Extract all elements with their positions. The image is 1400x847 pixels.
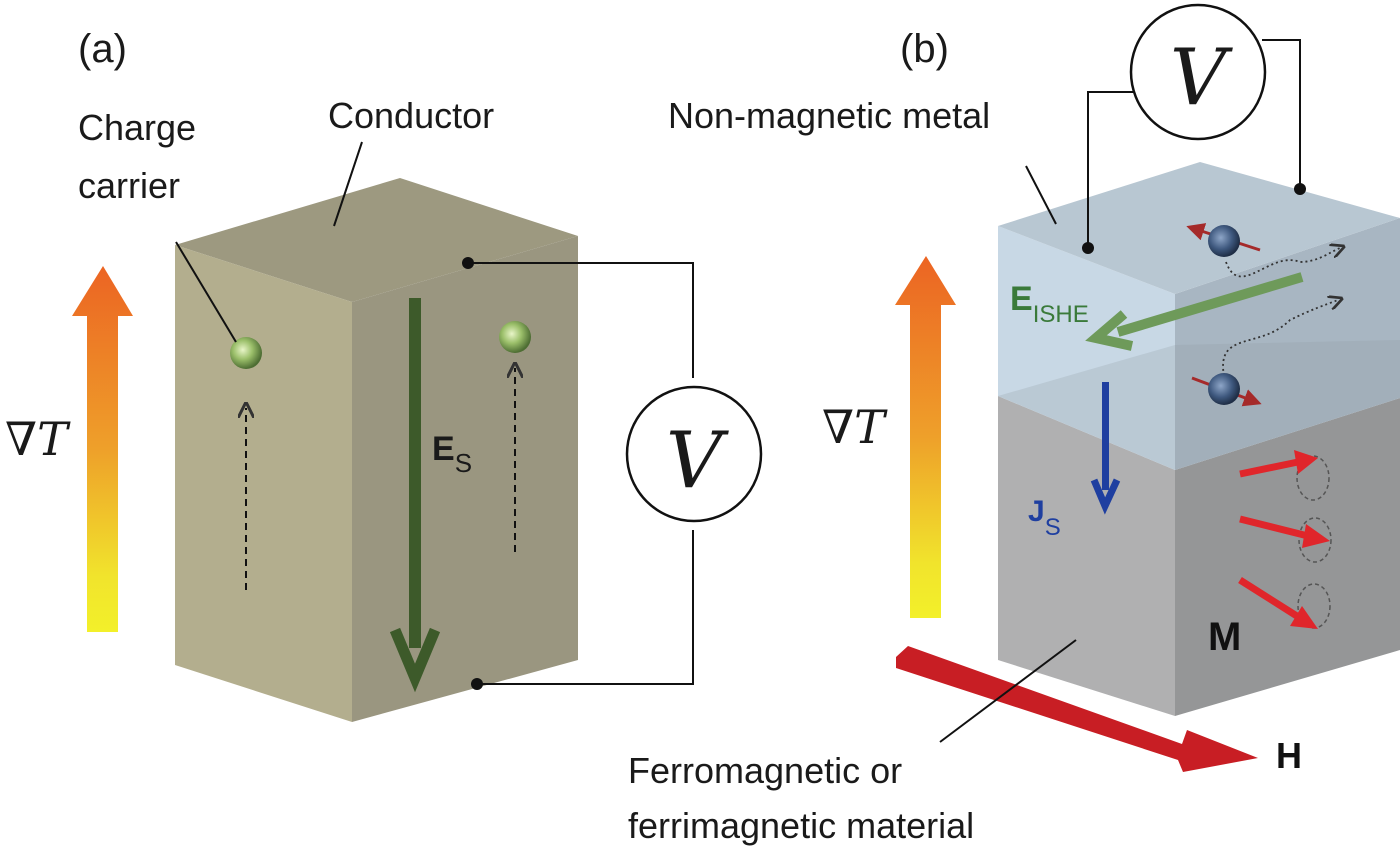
- magnet-side-face: [1175, 398, 1400, 716]
- magnetic-block: [998, 396, 1400, 716]
- voltmeter-a: [625, 385, 763, 523]
- metal-leader-line: [1025, 165, 1057, 225]
- spin-electron-1: [1208, 225, 1240, 257]
- spin-current-label: JS: [1028, 495, 1061, 541]
- metal-label: Non-magnetic metal: [668, 95, 990, 136]
- conductor-leader-line: [333, 141, 363, 227]
- magnet-label-line1: Ferromagnetic or: [628, 750, 902, 791]
- magnet-leader-line: [939, 639, 1077, 743]
- metal-side-face: [1175, 218, 1400, 470]
- h-field-label: H: [1276, 735, 1302, 776]
- ishe-field-arrow: [1085, 272, 1304, 351]
- gradient-label-b: ∇T: [822, 400, 888, 454]
- carrier-label-line2: carrier: [78, 165, 180, 206]
- voltmeter-label-b: V: [1170, 33, 1233, 123]
- conductor-label: Conductor: [328, 95, 494, 136]
- spin-electron-2: [1208, 373, 1240, 405]
- metal-layer: [998, 162, 1400, 470]
- magnetization-label: M: [1208, 615, 1241, 659]
- voltmeter-circuit-b: V: [1082, 3, 1306, 254]
- gradient-label-a: ∇T: [5, 412, 71, 466]
- field-label-es: ES: [432, 430, 472, 478]
- voltmeter-b: [1129, 3, 1267, 141]
- seebeck-field-arrow: [389, 298, 441, 693]
- conductor-top-face: [175, 178, 578, 302]
- conductor-side-face: [352, 236, 578, 722]
- ishe-field-label: EISHE: [1010, 280, 1089, 328]
- conductor-block: [175, 178, 578, 722]
- panel-b-tag: (b): [900, 27, 949, 71]
- spin-electrons: [1186, 223, 1340, 407]
- magnet-label-line2: ferrimagnetic material: [628, 805, 974, 846]
- temperature-gradient-arrow-b: [895, 256, 956, 618]
- temperature-gradient-arrow-a: [72, 266, 133, 632]
- panel-a-tag: (a): [78, 27, 127, 71]
- conductor-front-face: [175, 245, 352, 722]
- magnetization-vectors: [1238, 450, 1332, 629]
- voltmeter-circuit-a: V: [462, 257, 763, 690]
- metal-front-face: [998, 226, 1175, 470]
- h-field-arrow: [896, 646, 1258, 772]
- spin-current-arrow: [1090, 382, 1121, 515]
- carrier-leader-line: [175, 241, 237, 343]
- charge-carrier-1: [230, 337, 262, 369]
- magnet-front-face: [998, 396, 1175, 716]
- carrier-label-line1: Charge: [78, 107, 196, 148]
- voltmeter-label-a: V: [666, 416, 729, 506]
- charge-carrier-2: [499, 321, 531, 353]
